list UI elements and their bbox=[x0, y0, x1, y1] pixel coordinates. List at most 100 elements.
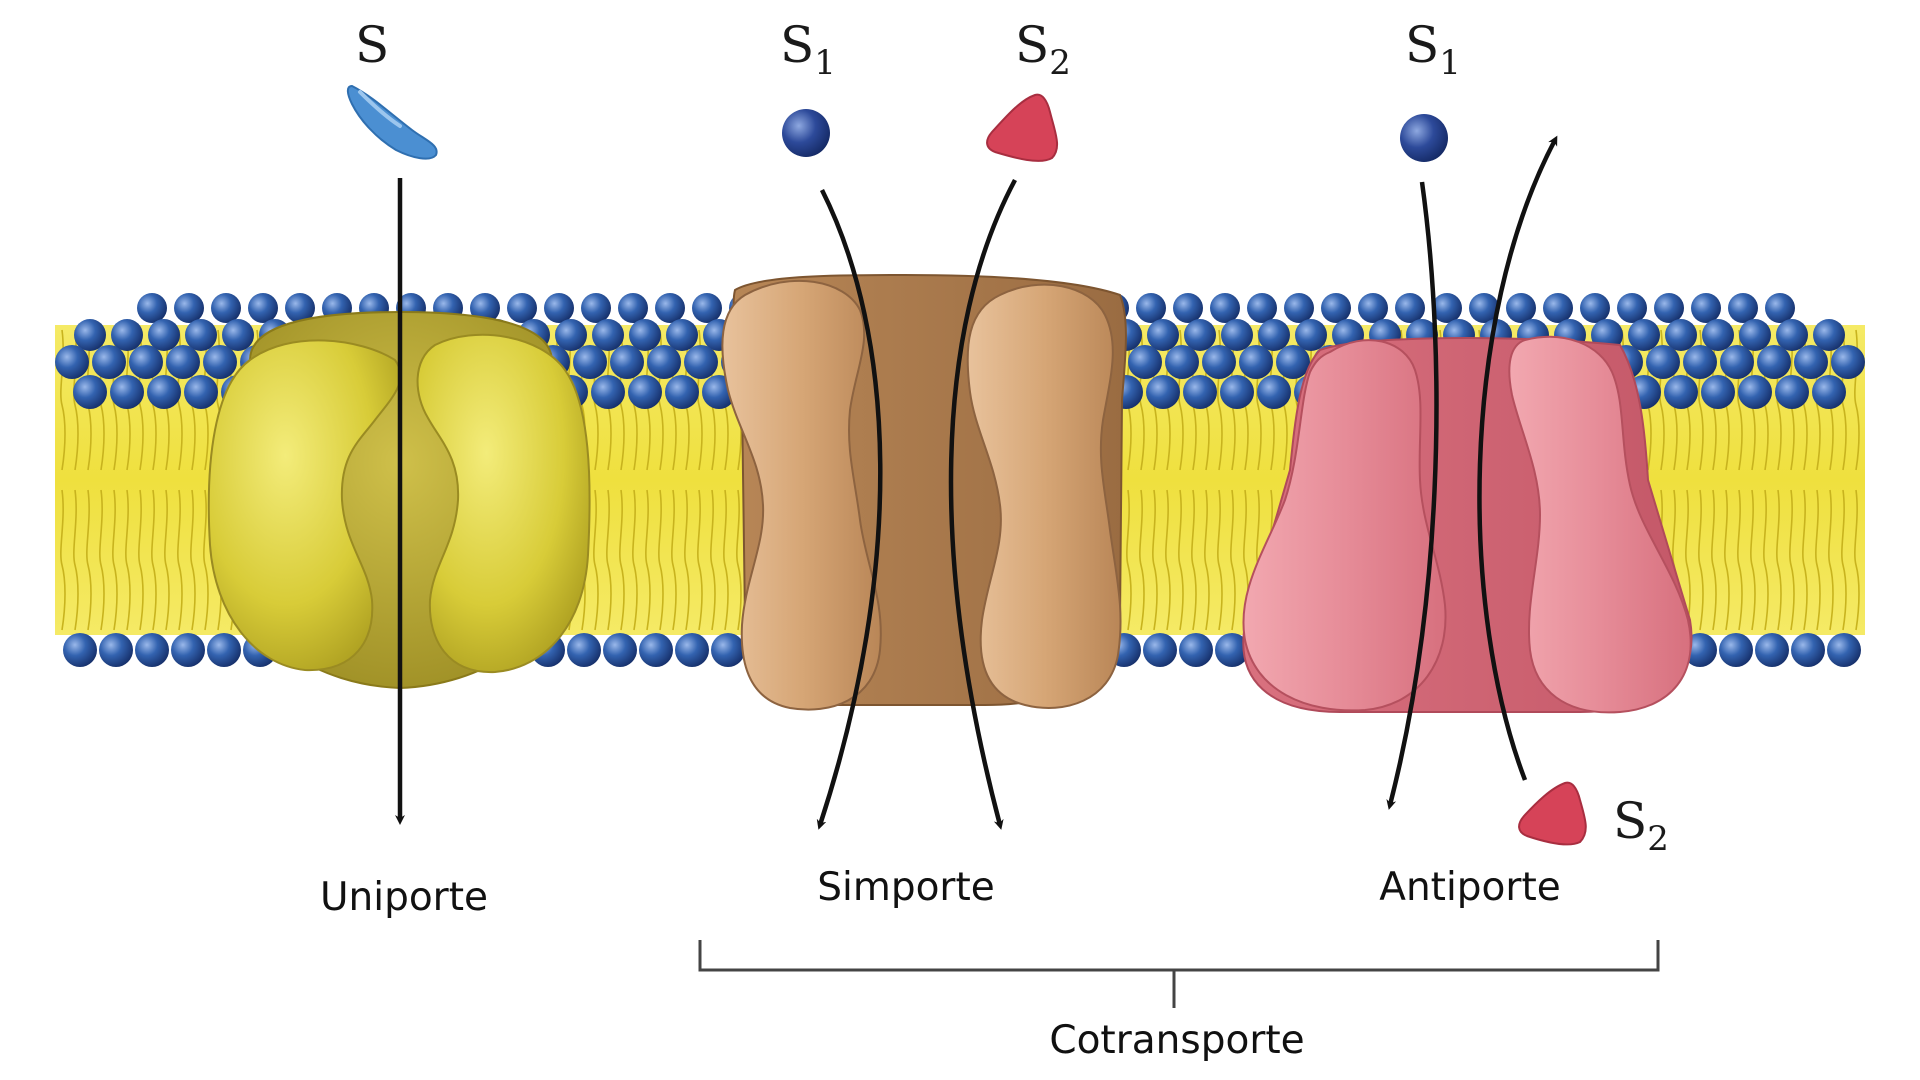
lipid-tail bbox=[1815, 489, 1821, 631]
cotransport-caption: Cotransporte bbox=[1049, 1018, 1304, 1063]
lipid-head bbox=[1506, 293, 1536, 323]
lipid-tail bbox=[658, 489, 664, 631]
lipid-tail bbox=[1828, 489, 1834, 631]
lipid-head bbox=[111, 319, 143, 351]
lipid-head bbox=[628, 375, 662, 409]
lipid-head bbox=[1179, 633, 1213, 667]
lipid-head bbox=[1276, 345, 1310, 379]
lipid-tail bbox=[619, 489, 625, 631]
crescent-molecule-icon bbox=[346, 84, 438, 160]
lipid-head bbox=[1239, 345, 1273, 379]
uniport-caption: Uniporte bbox=[320, 875, 488, 920]
lipid-head bbox=[639, 633, 673, 667]
lipid-head bbox=[99, 633, 133, 667]
lipid-head bbox=[137, 293, 167, 323]
lipid-tail bbox=[736, 489, 742, 631]
lipid-tail bbox=[710, 489, 716, 631]
lipid-tail bbox=[1854, 489, 1860, 631]
lipid-tail bbox=[1776, 489, 1782, 631]
lipid-head bbox=[1358, 293, 1388, 323]
symport-arrow-s1 bbox=[816, 188, 883, 830]
lipid-head bbox=[1215, 633, 1249, 667]
lipid-head bbox=[174, 293, 204, 323]
lipid-tail bbox=[73, 489, 79, 631]
lipid-tail bbox=[1750, 489, 1756, 631]
antiport-arrow-s2 bbox=[1477, 135, 1558, 781]
lipid-head bbox=[1543, 293, 1573, 323]
lipid-head bbox=[1165, 345, 1199, 379]
lipid-head bbox=[1812, 375, 1846, 409]
lipid-head bbox=[1691, 293, 1721, 323]
lipid-tail bbox=[1178, 489, 1184, 631]
lipid-tail bbox=[190, 489, 196, 631]
lipid-tail bbox=[177, 489, 183, 631]
lipid-head bbox=[603, 633, 637, 667]
lipid-head bbox=[63, 633, 97, 667]
symport-arrow-s2 bbox=[948, 178, 1017, 830]
lipid-head bbox=[692, 293, 722, 323]
lipid-head bbox=[581, 293, 611, 323]
lipid-head bbox=[1183, 375, 1217, 409]
lipid-tail bbox=[151, 489, 157, 631]
lipid-head bbox=[1247, 293, 1277, 323]
lipid-head bbox=[1184, 319, 1216, 351]
lipid-head bbox=[110, 375, 144, 409]
lipid-head bbox=[711, 633, 745, 667]
lipid-tail bbox=[1685, 489, 1691, 631]
lipid-head bbox=[1646, 345, 1680, 379]
lipid-tail bbox=[1711, 489, 1717, 631]
lipid-head bbox=[148, 319, 180, 351]
lipid-head bbox=[1831, 345, 1865, 379]
lipid-head bbox=[1702, 319, 1734, 351]
lipid-head bbox=[1128, 345, 1162, 379]
lipid-head bbox=[1147, 319, 1179, 351]
antiport-substrate-1-label: S1 bbox=[1405, 16, 1461, 83]
lipid-head bbox=[1220, 375, 1254, 409]
triangle-molecule-icon bbox=[986, 93, 1059, 162]
lipid-head bbox=[1765, 293, 1795, 323]
lipid-head bbox=[1755, 633, 1789, 667]
lipid-head bbox=[1469, 293, 1499, 323]
symport-substrate-2-label: S2 bbox=[1015, 16, 1071, 83]
lipid-head bbox=[1701, 375, 1735, 409]
lipid-tail bbox=[645, 489, 651, 631]
lipid-head bbox=[567, 633, 601, 667]
lipid-tail bbox=[138, 489, 144, 631]
antiport-caption: Antiporte bbox=[1379, 865, 1560, 910]
lipid-head bbox=[92, 345, 126, 379]
lipid-head bbox=[618, 293, 648, 323]
lipid-tail bbox=[1139, 489, 1145, 631]
lipid-head bbox=[73, 375, 107, 409]
lipid-head bbox=[1617, 293, 1647, 323]
lipid-tail bbox=[1204, 489, 1210, 631]
lipid-tail bbox=[203, 489, 209, 631]
lipid-tail bbox=[112, 489, 118, 631]
lipid-head bbox=[74, 319, 106, 351]
lipid-head bbox=[1794, 345, 1828, 379]
lipid-tail bbox=[99, 489, 105, 631]
lipid-head bbox=[591, 375, 625, 409]
lipid-tail bbox=[1217, 489, 1223, 631]
lipid-head bbox=[647, 345, 681, 379]
lipid-tail bbox=[1698, 489, 1704, 631]
lipid-tail bbox=[1724, 489, 1730, 631]
lipid-tail bbox=[1737, 489, 1743, 631]
lipid-tail bbox=[593, 489, 599, 631]
symport-protein bbox=[721, 273, 1127, 711]
lipid-tail bbox=[1191, 489, 1197, 631]
lipid-head bbox=[129, 345, 163, 379]
lipid-head bbox=[1827, 633, 1861, 667]
lipid-head bbox=[1210, 293, 1240, 323]
lipid-head bbox=[1395, 293, 1425, 323]
lipid-head bbox=[184, 375, 218, 409]
lipid-head bbox=[1775, 375, 1809, 409]
lipid-head bbox=[1738, 375, 1772, 409]
antiport-substrate-2-label: S2 bbox=[1613, 792, 1669, 859]
sphere-molecule-icon bbox=[782, 109, 830, 157]
lipid-head bbox=[147, 375, 181, 409]
lipid-head bbox=[544, 293, 574, 323]
lipid-head bbox=[1628, 319, 1660, 351]
lipid-tail bbox=[1152, 489, 1158, 631]
lipid-head bbox=[135, 633, 169, 667]
